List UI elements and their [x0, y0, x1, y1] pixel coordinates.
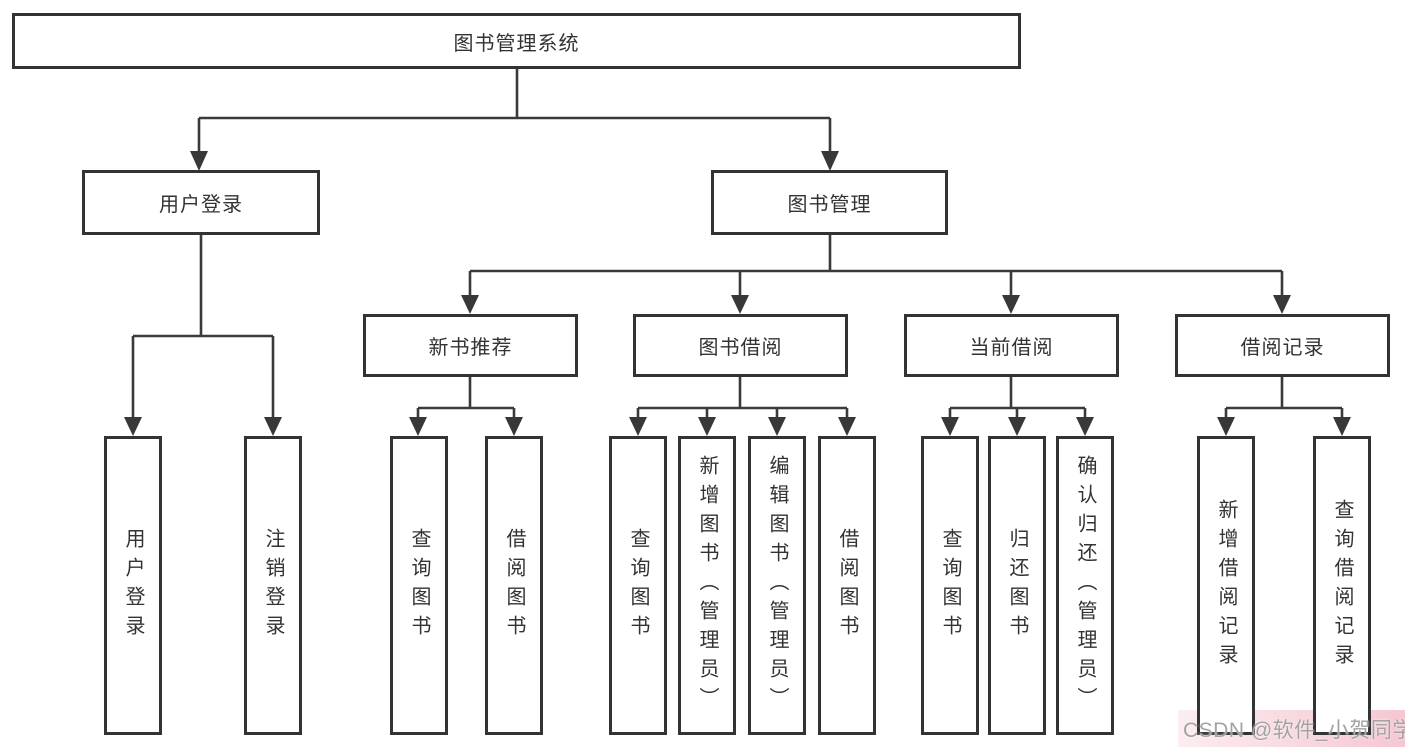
arrowhead-icon [461, 295, 479, 314]
arrowhead-icon [629, 417, 647, 436]
leaf-confirm-return-admin: 确认归还（管理员） [1056, 436, 1114, 735]
node-root: 图书管理系统 [12, 13, 1021, 69]
leaf-return-book: 归还图书 [988, 436, 1046, 735]
arrowhead-icon [409, 417, 427, 436]
arrowhead-icon [505, 417, 523, 436]
arrowhead-icon [1217, 417, 1235, 436]
node-user-login-module: 用户登录 [82, 170, 320, 235]
leaf-add-borrow-record: 新增借阅记录 [1197, 436, 1255, 735]
leaf-borrow-book: 借阅图书 [818, 436, 876, 735]
node-book-borrow: 图书借阅 [633, 314, 848, 377]
node-book-management: 图书管理 [711, 170, 948, 235]
node-new-book-recommend: 新书推荐 [363, 314, 578, 377]
leaf-logout: 注销登录 [244, 436, 302, 735]
arrowhead-icon [1333, 417, 1351, 436]
arrowhead-icon [1008, 417, 1026, 436]
arrowhead-icon [1076, 417, 1094, 436]
arrowhead-icon [264, 417, 282, 436]
arrowhead-icon [731, 295, 749, 314]
watermark: CSDN @软件_小贺同学 [1183, 719, 1405, 742]
arrowhead-icon [1273, 295, 1291, 314]
leaf-query-book-recommend: 查询图书 [390, 436, 448, 735]
leaf-user-login: 用户登录 [104, 436, 162, 735]
arrowhead-icon [941, 417, 959, 436]
leaf-query-book-borrow: 查询图书 [609, 436, 667, 735]
arrowhead-icon [821, 151, 839, 171]
leaf-query-book-current: 查询图书 [921, 436, 979, 735]
node-borrow-records: 借阅记录 [1175, 314, 1390, 377]
arrowhead-icon [768, 417, 786, 436]
leaf-edit-book-admin: 编辑图书（管理员） [748, 436, 806, 735]
leaf-query-borrow-record: 查询借阅记录 [1313, 436, 1371, 735]
arrowhead-icon [838, 417, 856, 436]
arrowhead-icon [1002, 295, 1020, 314]
arrowhead-icon [124, 417, 142, 436]
arrowhead-icon [190, 151, 208, 171]
arrowhead-icon [698, 417, 716, 436]
leaf-add-book-admin: 新增图书（管理员） [678, 436, 736, 735]
leaf-borrow-book-recommend: 借阅图书 [485, 436, 543, 735]
node-current-borrow: 当前借阅 [904, 314, 1119, 377]
